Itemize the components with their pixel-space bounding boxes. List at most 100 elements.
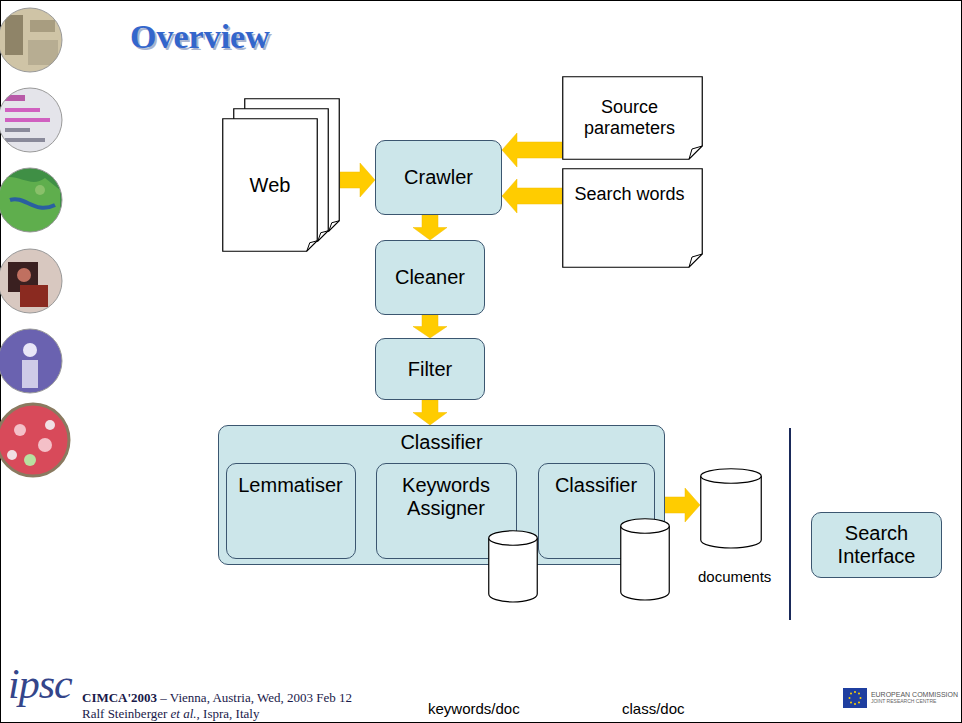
node-label: Search Interface	[812, 522, 941, 568]
node-label: Cleaner	[395, 266, 465, 289]
decor-g	[0, 325, 70, 397]
flow-arrow	[413, 215, 447, 240]
decor-circle	[17, 268, 31, 282]
note-outline	[563, 169, 703, 268]
node-label: Crawler	[404, 166, 473, 189]
page-fold	[307, 241, 318, 252]
decor-rect	[22, 360, 38, 388]
logo-text: EUROPEAN COMMISSION	[871, 691, 958, 699]
cylinder-top	[621, 519, 670, 534]
decor-rect	[0, 400, 75, 480]
note-fold	[689, 146, 702, 159]
decor-rect	[5, 95, 25, 101]
decor-path	[0, 177, 60, 235]
cylinder-body	[701, 476, 762, 548]
eu-flag	[843, 688, 867, 708]
decor-rect	[20, 285, 48, 307]
decor-circle	[0, 249, 62, 313]
database-cylinder: keywords/doc	[488, 530, 538, 602]
decor-circle	[45, 420, 55, 430]
decor-circle	[859, 697, 861, 699]
page-outline	[223, 119, 318, 252]
decor-circle	[0, 8, 62, 72]
cylinder-body	[621, 526, 670, 600]
node-label: Classifier	[400, 431, 482, 454]
decor-circle	[858, 693, 860, 695]
node-label: Filter	[408, 358, 452, 381]
decor-circle	[7, 450, 17, 460]
flow-arrow	[502, 133, 562, 167]
process-box: Lemmatiser	[226, 463, 356, 559]
process-box: Filter	[375, 338, 485, 400]
decor-circle	[854, 703, 856, 705]
decor-circle	[24, 454, 36, 466]
decor-circle	[850, 702, 852, 704]
decor-g	[0, 85, 70, 155]
decor-rect	[0, 85, 70, 155]
decor-rect	[5, 138, 45, 142]
decor-circle	[848, 697, 850, 699]
eu-logo: EUROPEAN COMMISSIONJOINT RESEARCH CENTRE	[843, 688, 958, 708]
node-label: Search words	[574, 184, 684, 205]
cylinder-body	[489, 538, 538, 602]
decor-circle	[0, 88, 62, 152]
decor-circle	[850, 693, 852, 695]
flow-arrow	[413, 315, 447, 338]
decor-circle	[858, 702, 860, 704]
decor-rect	[0, 165, 70, 235]
decor-rect	[5, 15, 23, 55]
flow-arrow	[340, 163, 375, 197]
decor-g	[0, 5, 70, 75]
flow-arrow	[502, 179, 562, 213]
decor-circle	[38, 438, 52, 452]
flow-arrow	[413, 400, 447, 425]
decor-rect	[30, 20, 55, 32]
store-label: documents	[698, 568, 771, 585]
page-fold	[318, 231, 329, 242]
note-outline	[563, 77, 703, 160]
decor-rect	[0, 245, 70, 317]
database-cylinder: class/doc	[620, 518, 670, 600]
node-label: Classifier	[555, 474, 637, 497]
cylinder-shape	[620, 518, 670, 600]
decor-path	[10, 199, 55, 208]
decor-circle	[14, 424, 26, 436]
decor-rect	[5, 128, 30, 132]
process-box: Search Interface	[811, 512, 942, 578]
decor-rect	[5, 108, 40, 112]
decor-circle	[854, 691, 856, 693]
author-suffix: et al.	[171, 706, 197, 721]
author-place: , Ispra, Italy	[197, 706, 260, 721]
decor-circle	[0, 329, 62, 393]
input-note: Source parameters	[562, 76, 703, 160]
group-box: ClassifierLemmatiserKeywords AssignerCla…	[218, 425, 665, 565]
cylinder-shape	[488, 530, 538, 602]
node-label: Web	[250, 174, 291, 197]
process-box: Crawler	[375, 140, 502, 215]
decor-rect	[0, 325, 70, 397]
logo-subtext: JOINT RESEARCH CENTRE	[871, 699, 958, 705]
store-label: class/doc	[622, 700, 685, 717]
decor-circle	[0, 168, 62, 232]
decor-g	[0, 165, 70, 235]
note-shape	[562, 168, 703, 268]
conference-details: – Vienna, Austria, Wed, 2003 Feb 12	[160, 690, 352, 705]
node-label: Lemmatiser	[238, 474, 342, 497]
cylinder-shape	[700, 468, 762, 548]
conference-name: CIMCA'2003	[82, 690, 157, 705]
store-label: keywords/doc	[428, 700, 520, 717]
node-label: Keywords Assigner	[377, 474, 516, 520]
decor-circle	[23, 343, 37, 357]
note-fold	[689, 254, 702, 267]
input-note: Search words	[562, 168, 703, 268]
institute-logo: ipsc	[8, 660, 72, 708]
decor-circle	[35, 185, 45, 195]
process-box: Cleaner	[375, 240, 485, 315]
page-fold	[329, 221, 340, 232]
decor-g	[0, 245, 70, 317]
node-label: Source parameters	[566, 97, 693, 138]
author-name: Ralf Steinberger	[82, 706, 167, 721]
cylinder-top	[489, 531, 538, 546]
decor-line	[789, 428, 791, 620]
decor-rect	[843, 688, 867, 708]
